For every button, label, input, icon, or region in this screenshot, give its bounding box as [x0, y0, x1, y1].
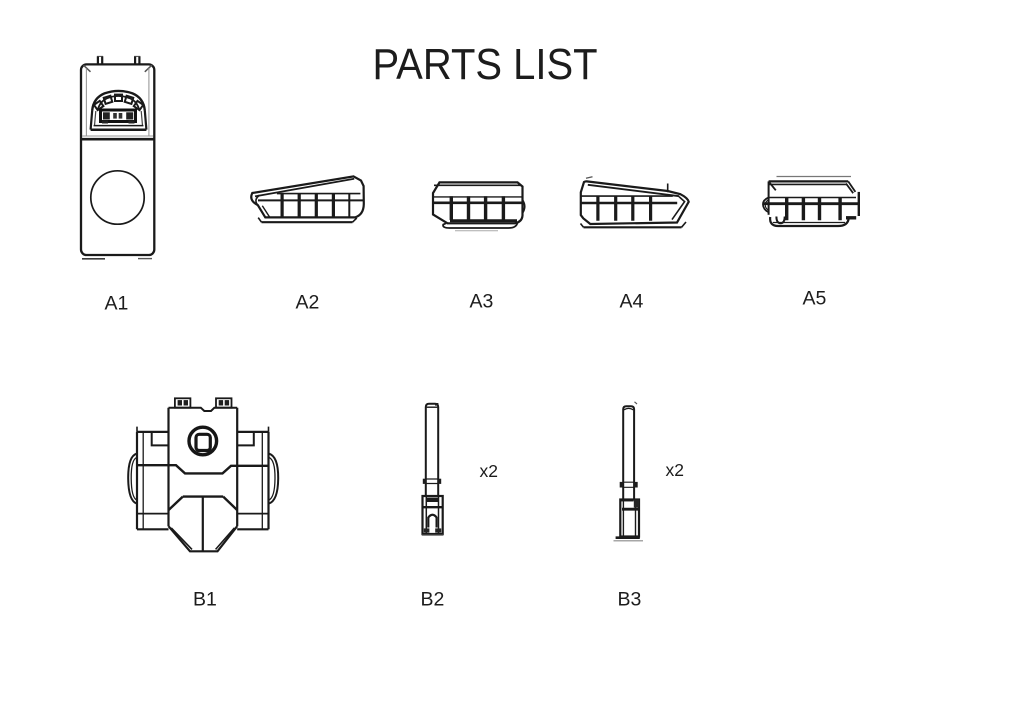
svg-text:x2: x2: [480, 461, 498, 481]
svg-text:A1: A1: [105, 293, 129, 315]
svg-text:A4: A4: [620, 291, 644, 313]
svg-text:PARTS LIST: PARTS LIST: [373, 40, 598, 89]
svg-text:B3: B3: [618, 589, 642, 611]
svg-text:A2: A2: [296, 292, 320, 314]
svg-text:x2: x2: [666, 460, 684, 480]
svg-text:B1: B1: [193, 589, 217, 611]
svg-text:A5: A5: [803, 288, 827, 310]
svg-text:A3: A3: [470, 291, 494, 313]
svg-text:B2: B2: [421, 589, 445, 611]
